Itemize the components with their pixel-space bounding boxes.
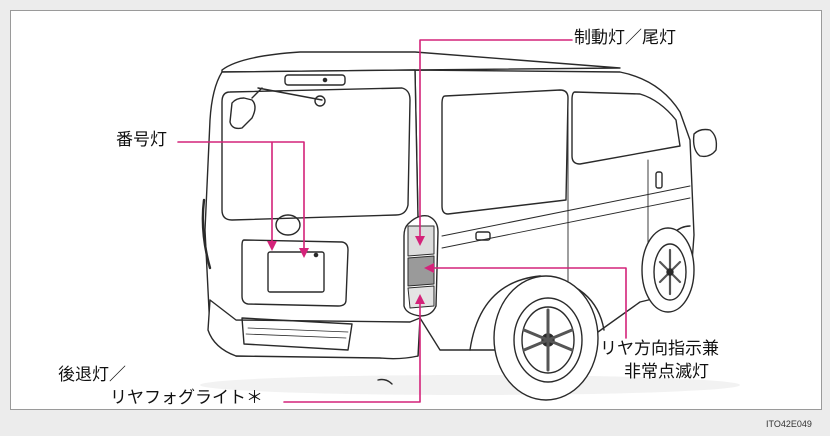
callout-brake-tail-arrow <box>415 236 425 246</box>
exhaust <box>377 378 393 385</box>
label-turn-signal-line1: リヤ方向指示兼 <box>600 339 719 359</box>
wiper-pivot <box>314 95 326 107</box>
callout-turn-arrow <box>424 263 434 273</box>
ground-shadow <box>200 375 740 395</box>
left-side-lamp <box>201 198 212 270</box>
callout-reverse-line <box>283 299 421 403</box>
front-wheel <box>641 227 695 313</box>
license-plate <box>267 251 325 293</box>
side-mirror <box>692 128 718 158</box>
roof-dot <box>322 77 328 83</box>
tail-lamp-middle <box>407 255 435 287</box>
label-license-plate-lamp: 番号灯 <box>116 130 167 150</box>
label-turn-signal-line2: 非常点滅灯 <box>624 362 709 382</box>
bumper-step-ridges <box>245 327 349 339</box>
door-handle <box>655 171 663 189</box>
callout-turn-line <box>429 267 627 339</box>
side-window-front <box>571 91 681 165</box>
rear-window <box>221 87 411 221</box>
callout-license-line <box>177 141 305 253</box>
callout-reverse-arrow <box>415 294 425 304</box>
callout-license-arrow-right <box>299 248 309 258</box>
plate-light-dot <box>313 252 319 258</box>
body-crease <box>441 185 691 237</box>
plate-recess <box>241 239 349 307</box>
label-reverse-lamp-line2: リヤフォグライト＊ <box>110 388 263 408</box>
van-roof <box>221 51 621 73</box>
high-stop-lamp <box>284 74 346 86</box>
side-window-rear <box>441 89 569 215</box>
rear-emblem <box>275 214 301 236</box>
figure-code: ITO42E049 <box>766 419 812 429</box>
rear-view-mirror <box>229 87 263 130</box>
rear-bumper <box>207 299 421 360</box>
label-brake-tail-lamp: 制動灯／尾灯 <box>574 28 676 48</box>
fuel-door <box>475 231 491 241</box>
callout-brake-tail-line <box>419 39 573 243</box>
rear-wiper <box>257 87 323 101</box>
rear-wheel <box>493 275 599 401</box>
callout-license-arrow-left <box>267 241 277 251</box>
label-reverse-lamp-line1: 後退灯／ <box>58 365 126 385</box>
bumper-step <box>241 317 353 351</box>
